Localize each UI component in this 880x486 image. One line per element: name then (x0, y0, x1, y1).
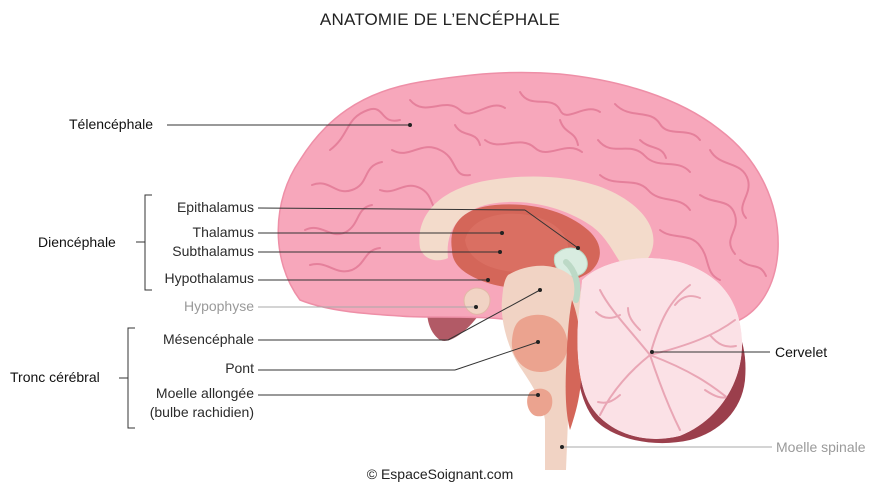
dot-moelle-spinale (560, 445, 564, 449)
label-moelle-allongee: Moelle allongée (138, 385, 254, 401)
copyright-credit: © EspaceSoignant.com (0, 466, 880, 482)
dot-hypothalamus (486, 278, 490, 282)
label-hypothalamus: Hypothalamus (148, 270, 254, 286)
label-epithalamus: Epithalamus (148, 199, 254, 215)
dot-thalamus (500, 231, 504, 235)
label-thalamus: Thalamus (148, 224, 254, 240)
label-mesencephale: Mésencéphale (138, 331, 254, 347)
dot-moelle-allongee (536, 393, 540, 397)
label-tronc-cerebral: Tronc cérébral (10, 369, 100, 385)
label-hypophyse: Hypophyse (148, 298, 254, 314)
dot-telencephale (408, 123, 412, 127)
label-bulbe-rachidien: (bulbe rachidien) (138, 404, 254, 420)
dot-pont (536, 340, 540, 344)
label-pont: Pont (138, 360, 254, 376)
label-subthalamus: Subthalamus (148, 243, 254, 259)
dot-hypophyse (474, 305, 478, 309)
label-telencephale: Télencéphale (69, 116, 153, 132)
dot-subthalamus (498, 250, 502, 254)
dot-epithalamus (576, 246, 580, 250)
label-moelle-spinale: Moelle spinale (776, 439, 866, 455)
hypophysis (464, 288, 490, 314)
pons-region (512, 315, 568, 372)
bracket-tronc-cerebral (128, 328, 135, 428)
label-diencephale: Diencéphale (38, 234, 116, 250)
dot-cervelet (650, 350, 654, 354)
medulla-region (527, 389, 552, 417)
dot-mesencephale (538, 288, 542, 292)
label-cervelet: Cervelet (775, 344, 827, 360)
